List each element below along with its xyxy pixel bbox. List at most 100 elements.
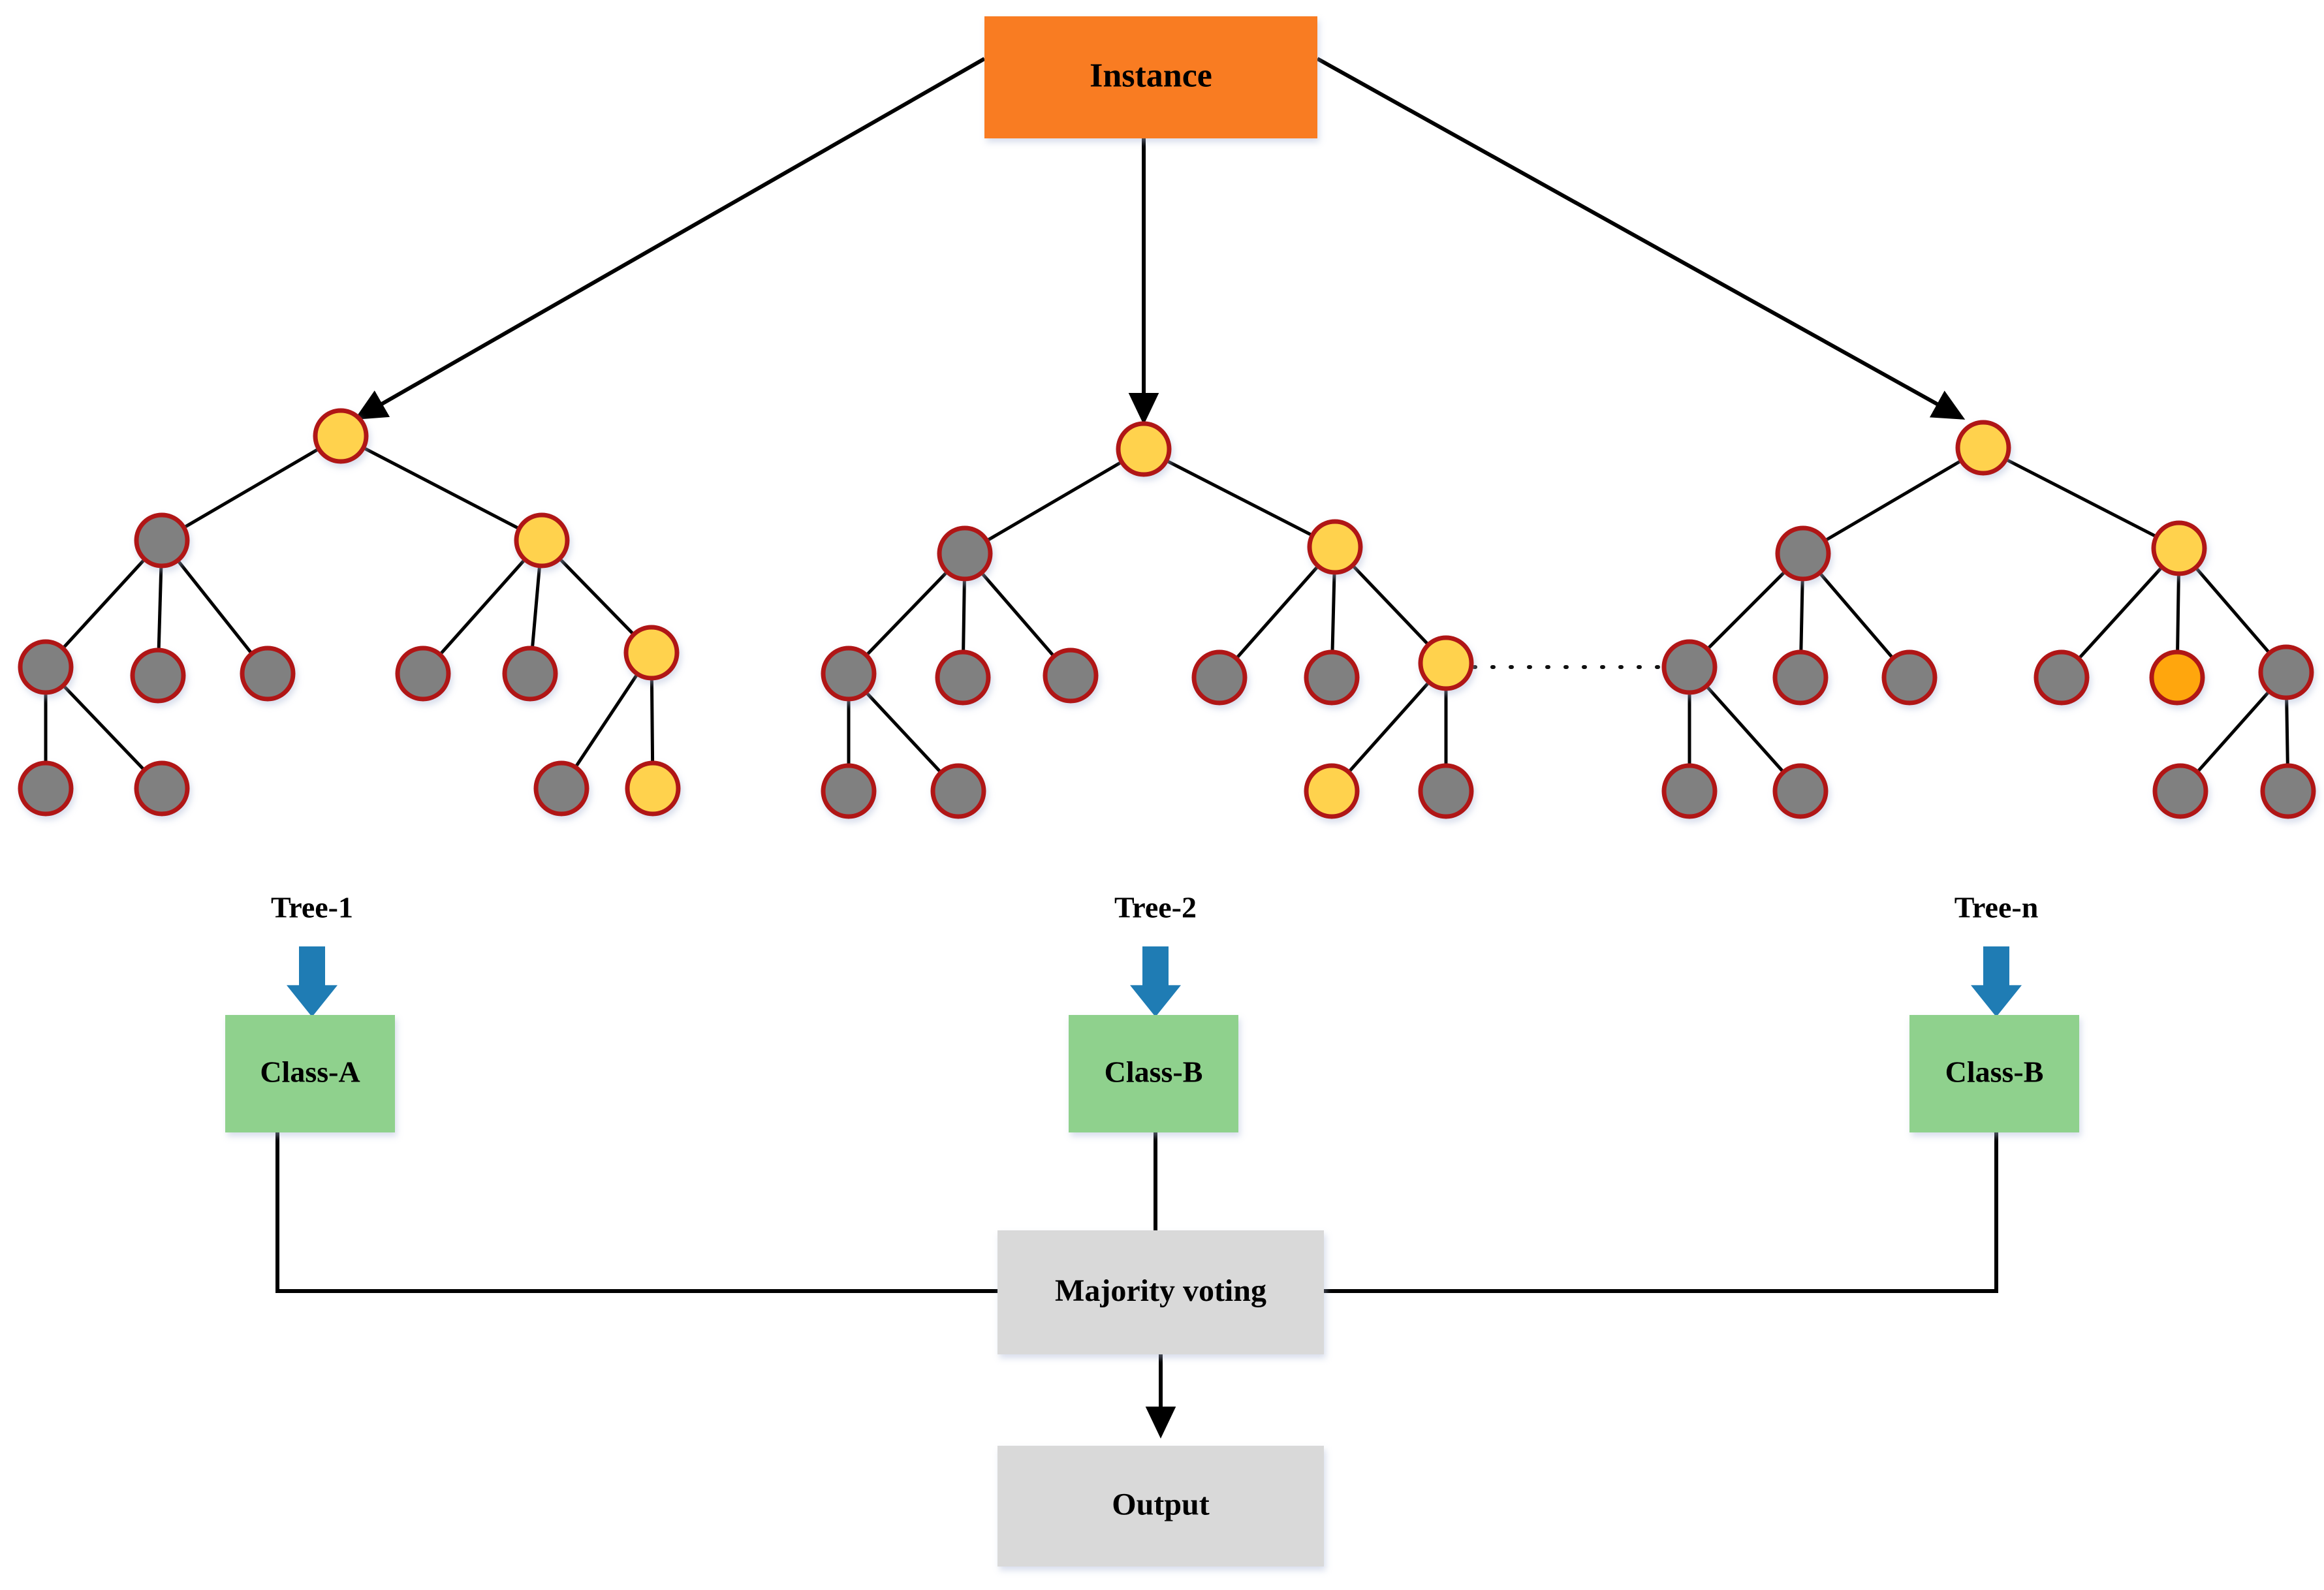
tree-edge (1234, 565, 1320, 660)
tree-node-gray (2260, 763, 2316, 819)
tree-2-arrow (1130, 946, 1181, 1017)
tree-node-yellow (1955, 420, 2011, 476)
tree-node-gray (1304, 649, 1360, 706)
box-class-b1-rect[interactable] (1069, 1015, 1238, 1132)
tree-edge (1351, 564, 1430, 646)
tree-node-gray (240, 646, 296, 702)
tree-node-gray (1661, 763, 1718, 819)
tree-node-yellow (514, 512, 570, 569)
tree-edge (1799, 578, 1804, 653)
tree-node-yellow (623, 625, 680, 681)
tree-edge (980, 571, 1056, 658)
box-output[interactable]: Output (997, 1446, 1324, 1567)
tree-node-gray (930, 763, 986, 819)
box-class-b2[interactable]: Class-B (1909, 1015, 2079, 1132)
tree-node-yellow (1307, 519, 1363, 575)
tree-edge (362, 446, 520, 531)
tree-node-gray (937, 525, 993, 582)
tree-node-gray (2152, 763, 2208, 819)
tree-node-gray (134, 760, 190, 817)
box-majority-label: Majority voting (1055, 1273, 1266, 1308)
flow-class-b2-to-majority (1324, 1132, 1998, 1293)
box-class-b1[interactable]: Class-B (1069, 1015, 1238, 1132)
tree-edge (1705, 685, 1785, 773)
tree-node-gray (1418, 763, 1474, 819)
tree-node-gray (1881, 649, 1938, 706)
tree-node-yellow (2151, 520, 2207, 576)
tree-node-gray (533, 760, 589, 817)
box-output-label: Output (1112, 1488, 1209, 1522)
tree-edge-group (44, 446, 2289, 774)
tree-label-group: Tree-1 Tree-2 Tree-n (271, 891, 2038, 924)
tree-edge (2005, 458, 2158, 538)
tree-1-arrow (287, 946, 338, 1017)
flow-connector-group (275, 1132, 1998, 1439)
box-output-rect[interactable] (997, 1446, 1324, 1567)
tree-node-gray (1772, 763, 1829, 819)
tree-node-yellow (1116, 421, 1172, 477)
tree-edge (574, 673, 639, 768)
tree-edge (61, 558, 146, 649)
tree-node-gray (134, 512, 190, 569)
tree-node-group (18, 408, 2316, 819)
tree-edge (62, 684, 146, 772)
tree-node-gray (1661, 639, 1718, 695)
tree-node-gray (1191, 649, 1248, 706)
tree-label-1: Tree-1 (271, 891, 353, 924)
box-instance[interactable]: Instance (984, 16, 1317, 138)
box-class-a-label: Class-A (260, 1055, 360, 1089)
tree-node-yellow (313, 408, 369, 464)
tree-node-gray (502, 646, 558, 702)
tree-label-2: Tree-2 (1114, 891, 1197, 924)
tree-edge (439, 558, 526, 656)
tree-node-gray (130, 647, 186, 704)
tree-edge (2285, 697, 2289, 766)
box-class-a[interactable]: Class-A (225, 1015, 395, 1132)
tree-edge (1165, 459, 1313, 537)
tree-edge (558, 557, 635, 636)
tree-edge (176, 559, 253, 655)
tree-node-yellow (1418, 635, 1474, 691)
instance-to-tree-1 (354, 57, 986, 420)
instance-to-tree-n (1316, 57, 1966, 420)
instance-arrow-group (354, 57, 1966, 426)
tree-node-gray (18, 760, 74, 817)
box-class-b2-rect[interactable] (1909, 1015, 2079, 1132)
tree-edge (1347, 681, 1430, 773)
tree-edge (2196, 690, 2270, 773)
tree-node-yellow (1304, 763, 1360, 819)
tree-edge (2176, 573, 2180, 653)
tree-edge (2077, 566, 2163, 660)
tree-node-gray (2258, 644, 2314, 700)
tree-edge (1330, 572, 1336, 653)
tree-edge (530, 565, 542, 649)
tree-edge (962, 578, 966, 653)
tree-node-gray (18, 639, 74, 695)
flow-class-a-to-majority (275, 1132, 997, 1293)
box-instance-label: Instance (1090, 57, 1212, 94)
tree-edge (1706, 570, 1787, 651)
box-instance-rect[interactable] (984, 16, 1317, 138)
tree-node-gray (1043, 647, 1099, 704)
tree-n-arrow (1971, 946, 2022, 1017)
tree-edge (986, 460, 1123, 542)
box-class-b2-label: Class-B (1945, 1055, 2044, 1089)
box-majority[interactable]: Majority voting (997, 1230, 1324, 1354)
tree-edge (157, 565, 163, 651)
box-majority-rect[interactable] (997, 1230, 1324, 1354)
tree-node-yellow (625, 760, 681, 817)
box-class-b1-label: Class-B (1105, 1055, 1203, 1089)
box-class-a-rect[interactable] (225, 1015, 395, 1132)
tree-node-gray (1772, 649, 1829, 706)
tree-edge (1824, 459, 1962, 542)
tree-node-gray (395, 646, 451, 702)
tree-node-gray (821, 763, 877, 819)
blue-arrow-group (287, 946, 2022, 1017)
tree-node-orange (2149, 649, 2205, 706)
tree-edge (183, 447, 320, 529)
tree-label-3: Tree-n (1955, 891, 2039, 924)
tree-edge (2194, 566, 2271, 655)
